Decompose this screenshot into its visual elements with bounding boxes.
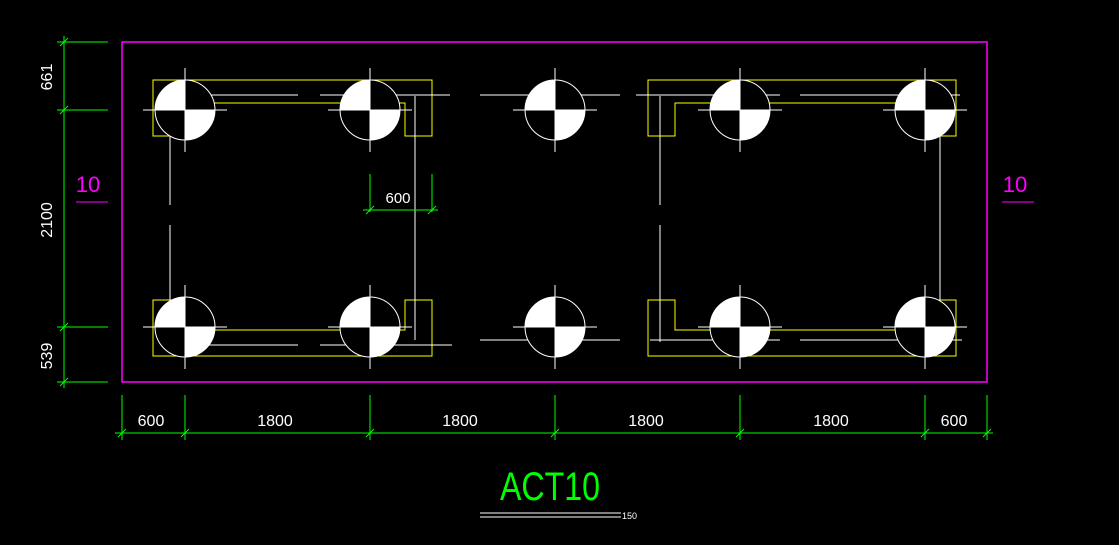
pile	[698, 68, 782, 152]
pile-quadrant	[555, 297, 585, 327]
pile-quadrant	[155, 327, 185, 357]
piles	[143, 68, 967, 369]
pile	[328, 285, 412, 369]
dim-h-1: 600	[138, 413, 165, 430]
pile-quadrant	[740, 297, 770, 327]
pile	[513, 285, 597, 369]
pile	[328, 68, 412, 152]
pile-crosshair	[698, 68, 782, 152]
pile-crosshair	[513, 68, 597, 152]
section-mark-right: 10	[1003, 172, 1027, 197]
pile-quadrant	[525, 327, 555, 357]
pile	[143, 68, 227, 152]
pile	[143, 285, 227, 369]
pile-crosshair	[328, 68, 412, 152]
pile	[883, 285, 967, 369]
pile-quadrant	[925, 297, 955, 327]
pile-quadrant	[340, 110, 370, 140]
title-underline	[480, 512, 621, 518]
pile-quadrant	[525, 110, 555, 140]
dim-h-5: 1800	[813, 413, 849, 430]
pile-quadrant	[710, 327, 740, 357]
inner-dimension	[363, 174, 438, 215]
horizontal-dimension	[115, 395, 993, 440]
pile-quadrant	[895, 327, 925, 357]
dim-v-2: 2100	[39, 202, 56, 238]
pile-crosshair	[328, 285, 412, 369]
dim-h-3: 1800	[442, 413, 478, 430]
pile-crosshair	[883, 285, 967, 369]
drawing-title: ACT10	[500, 465, 600, 509]
dim-v-3: 539	[39, 343, 56, 370]
pile-cap-boundary	[121, 41, 988, 383]
pile-crosshair	[143, 68, 227, 152]
pile-crosshair	[513, 285, 597, 369]
pile-crosshair	[698, 285, 782, 369]
pile-crosshair	[143, 285, 227, 369]
pile-quadrant	[370, 80, 400, 110]
pile-quadrant	[740, 80, 770, 110]
pile-quadrant	[555, 80, 585, 110]
pile-quadrant	[925, 80, 955, 110]
drawing-scale: 150	[622, 511, 637, 521]
section-mark-left: 10	[76, 172, 100, 197]
pile-crosshair	[883, 68, 967, 152]
pile-quadrant	[155, 110, 185, 140]
pile	[883, 68, 967, 152]
pile	[698, 285, 782, 369]
pile-quadrant	[895, 110, 925, 140]
pile-quadrant	[370, 297, 400, 327]
dim-h-2: 1800	[257, 413, 293, 430]
dim-v-1: 661	[39, 64, 56, 91]
pile-quadrant	[340, 327, 370, 357]
pile-quadrant	[185, 297, 215, 327]
inner-dim-label: 600	[385, 190, 410, 207]
pile	[513, 68, 597, 152]
dim-h-4: 1800	[628, 413, 664, 430]
vertical-dimension	[57, 36, 108, 388]
pile-quadrant	[710, 110, 740, 140]
dim-h-6: 600	[941, 413, 968, 430]
pile-quadrant	[185, 80, 215, 110]
